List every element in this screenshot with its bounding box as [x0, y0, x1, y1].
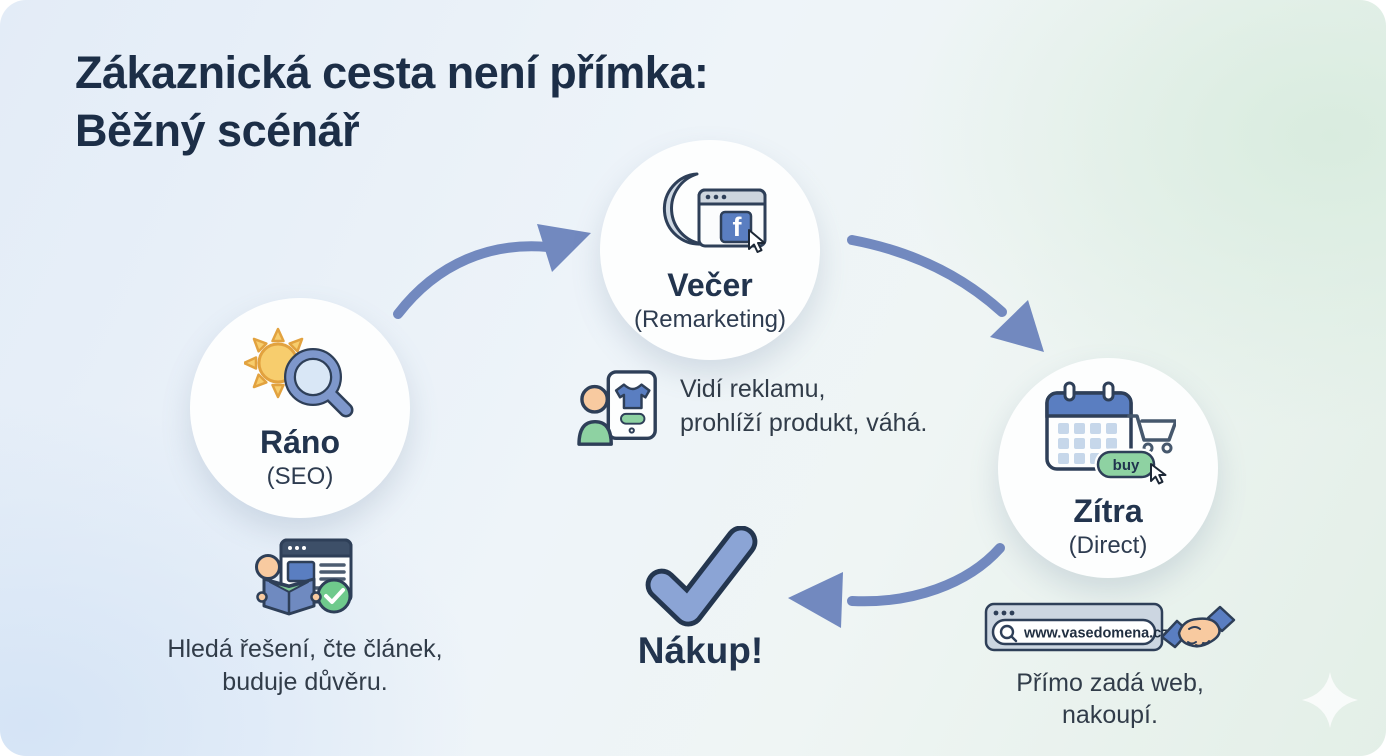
purchase-block: Nákup!: [618, 526, 783, 672]
note-rano: Hledá řešení, čte článek, buduje důvěru.: [130, 536, 480, 699]
note-rano-line-2: buduje důvěru.: [222, 668, 388, 696]
title-line-2: Běžný scénář: [75, 105, 360, 156]
node-rano-seo: Ráno (SEO): [190, 298, 410, 518]
node-vecer-remarketing: f Večer (Remarketing): [600, 140, 820, 360]
person-reading-article-icon: [255, 538, 353, 616]
note-zitra: www.vasedomena.cz Přímo zadá web, nakoup…: [968, 596, 1252, 731]
note-zitra-line-1: Přímo zadá web, nakoupí.: [1016, 669, 1204, 729]
sparkle-icon: [1302, 672, 1358, 728]
arrow-vecer-to-zitra-icon: [847, 235, 1044, 352]
note-vecer-line-2: prohlíží produkt, váhá.: [680, 409, 928, 437]
person-viewing-product-icon: [577, 370, 657, 446]
address-bar-url: www.vasedomena.cz: [1023, 626, 1169, 642]
title-line-1: Zákaznická cesta není přímka:: [75, 47, 709, 98]
node-zitra-sublabel: (Direct): [1068, 531, 1148, 559]
node-vecer-label: Večer: [667, 266, 753, 303]
node-zitra-direct: buy Zítra (Direct): [998, 358, 1218, 578]
note-vecer: Vidí reklamu, prohlíží produkt, váhá.: [576, 368, 927, 452]
page-title: Zákaznická cesta není přímka: Běžný scén…: [75, 44, 709, 160]
node-zitra-label: Zítra: [1073, 492, 1143, 529]
buy-button-label: buy: [1112, 457, 1139, 474]
node-vecer-sublabel: (Remarketing): [633, 305, 787, 333]
note-vecer-line-1: Vidí reklamu,: [680, 375, 826, 403]
purchase-label: Nákup!: [637, 630, 764, 671]
sun-search-icon: [244, 327, 354, 417]
node-rano-sublabel: (SEO): [266, 462, 334, 490]
node-rano-label: Ráno: [260, 423, 340, 460]
arrow-rano-to-vecer-icon: [393, 224, 591, 319]
checkmark-icon: [645, 526, 757, 627]
calendar-cart-buy-icon: buy: [1044, 381, 1176, 484]
note-rano-text: Hledá řešení, čte článek, buduje důvěru.: [167, 633, 442, 699]
moon-facebook-browser-icon: f: [662, 172, 767, 253]
note-vecer-text: Vidí reklamu, prohlíží produkt, váhá.: [680, 372, 927, 440]
note-rano-line-1: Hledá řešení, čte článek,: [167, 635, 443, 663]
address-bar-handshake-icon: www.vasedomena.cz: [984, 602, 1236, 652]
facebook-f-glyph: f: [733, 212, 743, 242]
